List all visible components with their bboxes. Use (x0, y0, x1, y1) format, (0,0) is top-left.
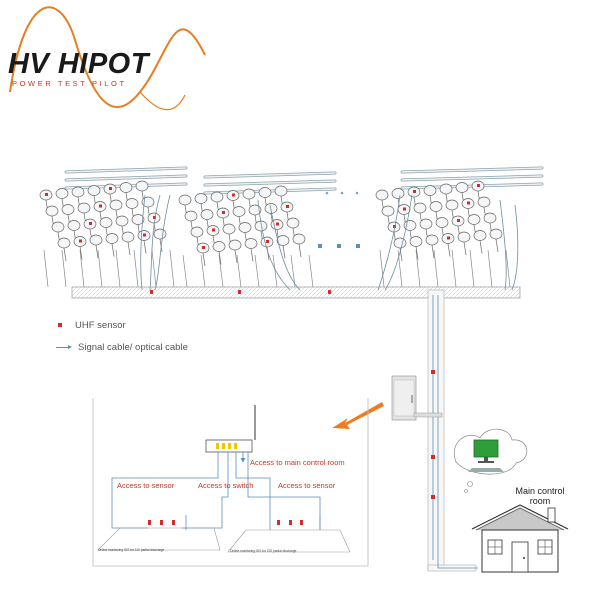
ellipsis-dots-top (325, 191, 359, 195)
floor-slab (71, 286, 521, 299)
room-label-line1: Main control (515, 486, 565, 496)
legend-sensor-label: UHF sensor (75, 320, 126, 331)
logo-wave-icon (9, 6, 206, 111)
label-access-sensor-right: Access to sensor (278, 481, 336, 490)
monitor-icon (473, 439, 499, 458)
ellipsis-dots-middle (318, 244, 360, 248)
room-label-line2: room (529, 496, 551, 506)
detail-inset (92, 398, 369, 567)
monitoring-cabinet (391, 375, 443, 421)
arrow-line-cable-icon (56, 344, 72, 349)
gis-bay-group (178, 171, 337, 288)
label-access-switch: Access to switch (198, 481, 254, 490)
caption-left: Online monitoring GIS for 110 partial di… (98, 548, 165, 552)
caption-right: Online monitoring GIS for 220 partial di… (230, 549, 297, 553)
main-control-room-label: Main control room (500, 486, 580, 506)
logo-tagline: POWER TEST PILOT (12, 79, 127, 88)
logo-brand-text: HV HIPOT (8, 48, 149, 80)
cloud-monitor (453, 428, 528, 493)
label-main-control-room: Access to main control room (250, 458, 345, 467)
legend-sensor: UHF sensor (56, 320, 126, 331)
red-square-sensor-icon (58, 323, 62, 328)
logo-sine-wave (9, 6, 206, 108)
gis-equipment-bays (39, 166, 544, 288)
legend-cable: Signal cable/ optical cable (56, 342, 188, 353)
control-room-house-icon (471, 504, 569, 573)
logo-sine-wave-thin (139, 91, 186, 111)
cable-trench (427, 289, 478, 572)
signal-cables (140, 194, 519, 291)
label-access-sensor-left: Access to sensor (117, 481, 175, 490)
legend-cable-label: Signal cable/ optical cable (78, 342, 188, 353)
gis-bay-group (39, 166, 188, 288)
orange-pointer-arrow (332, 402, 384, 429)
gis-bay-group (375, 166, 544, 288)
